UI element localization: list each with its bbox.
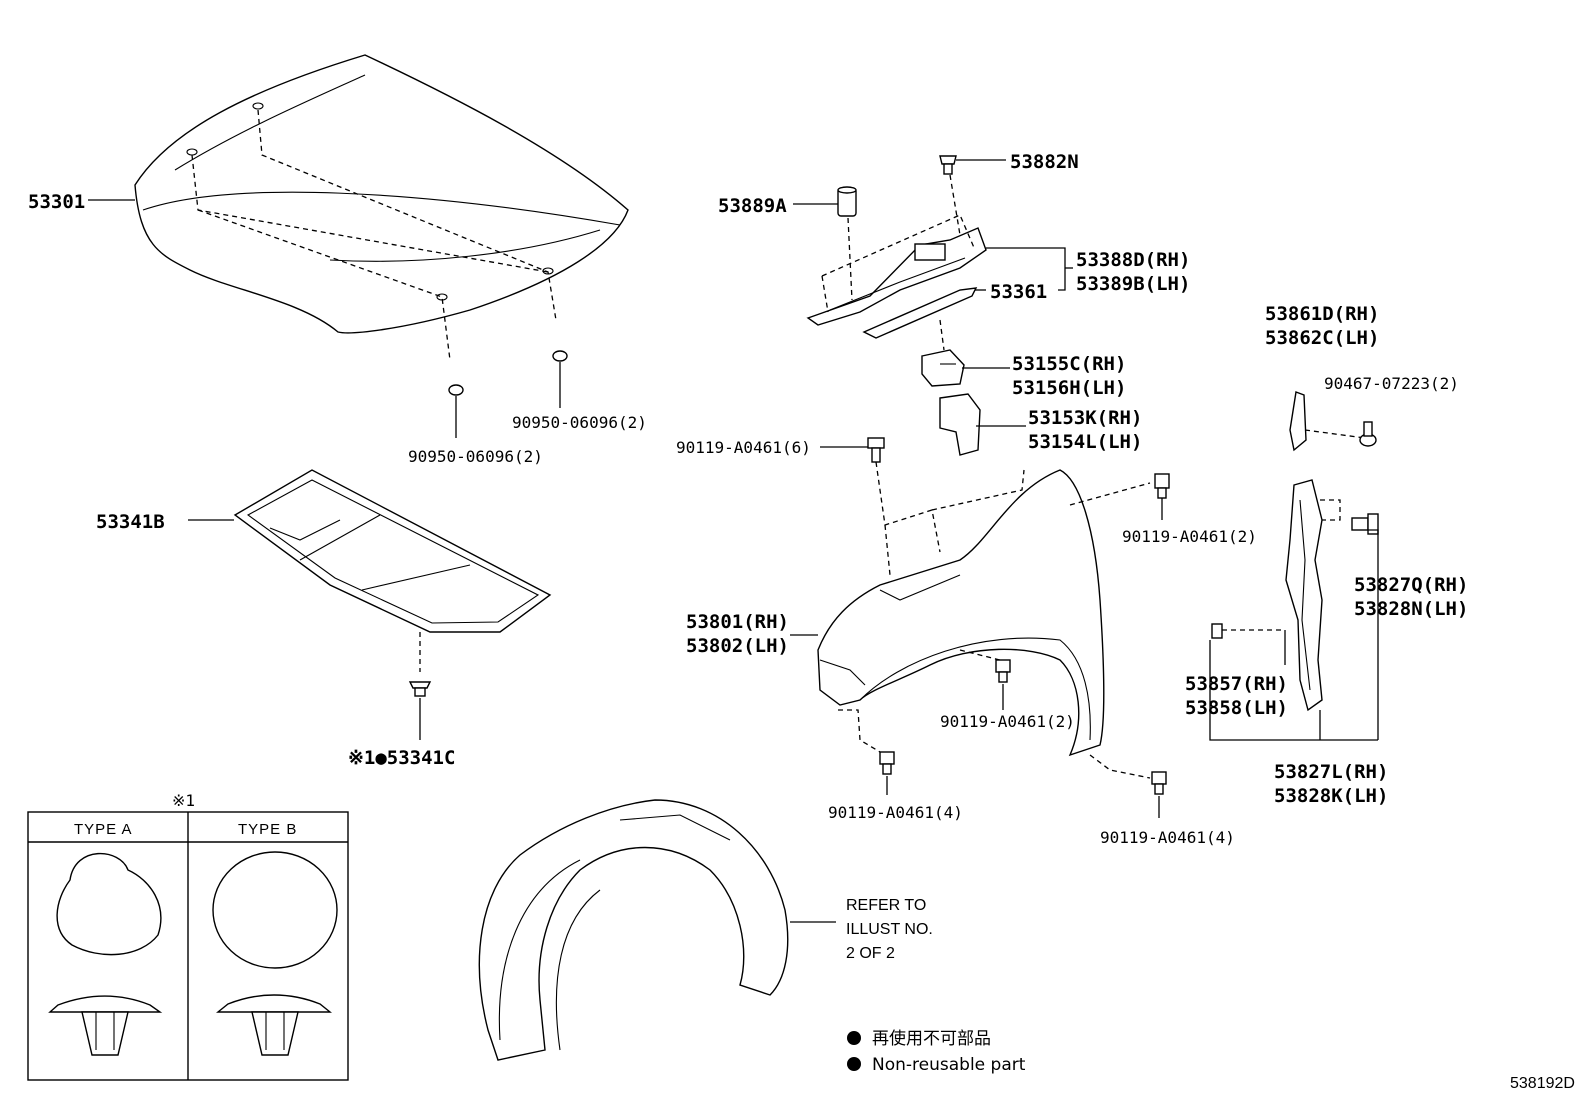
label-53802: 53802(LH) <box>686 635 789 657</box>
label-53156h: 53156H(LH) <box>1012 377 1126 399</box>
legend-japanese: 再使用不可部品 <box>872 1028 991 1049</box>
label-53828n: 53828N(LH) <box>1354 598 1468 620</box>
label-53828k: 53828K(LH) <box>1274 785 1388 807</box>
label-53361: 53361 <box>990 281 1047 303</box>
bolt-90119-4b <box>1151 771 1167 795</box>
label-53862c: 53862C(LH) <box>1265 327 1379 349</box>
diagram-id: 538192D <box>1510 1075 1575 1092</box>
label-90119-2a: 90119-A0461(2) <box>1122 527 1257 546</box>
clip-type-b-top-view <box>212 851 338 969</box>
label-90119-2b: 90119-A0461(2) <box>940 712 1075 731</box>
label-53882n: 53882N <box>1010 151 1079 173</box>
label-53155c: 53155C(RH) <box>1012 353 1126 375</box>
hood-panel <box>134 54 629 361</box>
hood-seal-grommet <box>448 384 464 396</box>
insulator-clip <box>408 681 432 697</box>
label-90119-6: 90119-A0461(6) <box>676 438 811 457</box>
cushion-53889a <box>837 186 857 217</box>
label-53389b: 53389B(LH) <box>1076 273 1190 295</box>
label-90467: 90467-07223(2) <box>1324 374 1459 393</box>
label-53861d: 53861D(RH) <box>1265 303 1379 325</box>
clip-type-a-header: TYPE A <box>74 821 133 838</box>
bolt-90119-4a <box>879 751 895 775</box>
hood-insulator <box>233 469 552 633</box>
fender-bracket-53827 <box>1285 479 1323 712</box>
fender-bracket-upper <box>806 227 987 326</box>
label-53341c: ※1●53341C <box>348 747 455 769</box>
bolt-upper <box>867 437 885 463</box>
label-53858: 53858(LH) <box>1185 697 1288 719</box>
label-53889a: 53889A <box>718 195 787 217</box>
clip-type-a-side-view <box>48 995 163 1013</box>
clip-90467 <box>1359 421 1377 447</box>
label-53301: 53301 <box>28 191 85 213</box>
clip-table-mark: ※1 <box>172 791 195 810</box>
clip-type-table <box>27 811 349 1081</box>
hood-seal-grommet <box>552 350 568 362</box>
front-fender <box>817 469 1105 757</box>
label-53341b: 53341B <box>96 511 165 533</box>
clip-type-a-top-view <box>56 852 162 956</box>
non-reusable-dot <box>847 1057 861 1071</box>
fender-liner <box>478 799 789 1061</box>
seal-53155c <box>921 349 965 387</box>
label-90950-a: 90950-06096(2) <box>408 447 543 466</box>
bolt-90119-2b <box>995 659 1011 683</box>
label-53827q: 53827Q(RH) <box>1354 574 1468 596</box>
seal-53861d <box>1289 391 1307 452</box>
label-53154l: 53154L(LH) <box>1028 431 1142 453</box>
clip-53827q <box>1351 513 1379 535</box>
seal-53153k <box>939 393 981 456</box>
bolt-90119-2a <box>1154 473 1170 499</box>
clip-53882n <box>939 155 957 175</box>
clip-type-b-side-view <box>216 994 332 1013</box>
clip-type-b-header: TYPE B <box>238 821 297 838</box>
label-53857: 53857(RH) <box>1185 673 1288 695</box>
label-53801: 53801(RH) <box>686 611 789 633</box>
label-90950-b: 90950-06096(2) <box>512 413 647 432</box>
refer-note-line2: ILLUST NO. <box>846 921 933 938</box>
label-90119-4a: 90119-A0461(4) <box>828 803 963 822</box>
non-reusable-dot <box>847 1031 861 1045</box>
seal-53857 <box>1211 623 1223 639</box>
label-90119-4b: 90119-A0461(4) <box>1100 828 1235 847</box>
label-53388d: 53388D(RH) <box>1076 249 1190 271</box>
seal-53361 <box>862 287 978 339</box>
label-53153k: 53153K(RH) <box>1028 407 1142 429</box>
refer-note-line1: REFER TO <box>846 897 926 914</box>
legend-english: Non-reusable part <box>872 1055 1026 1075</box>
refer-note-line3: 2 OF 2 <box>846 945 895 962</box>
label-53827l: 53827L(RH) <box>1274 761 1388 783</box>
